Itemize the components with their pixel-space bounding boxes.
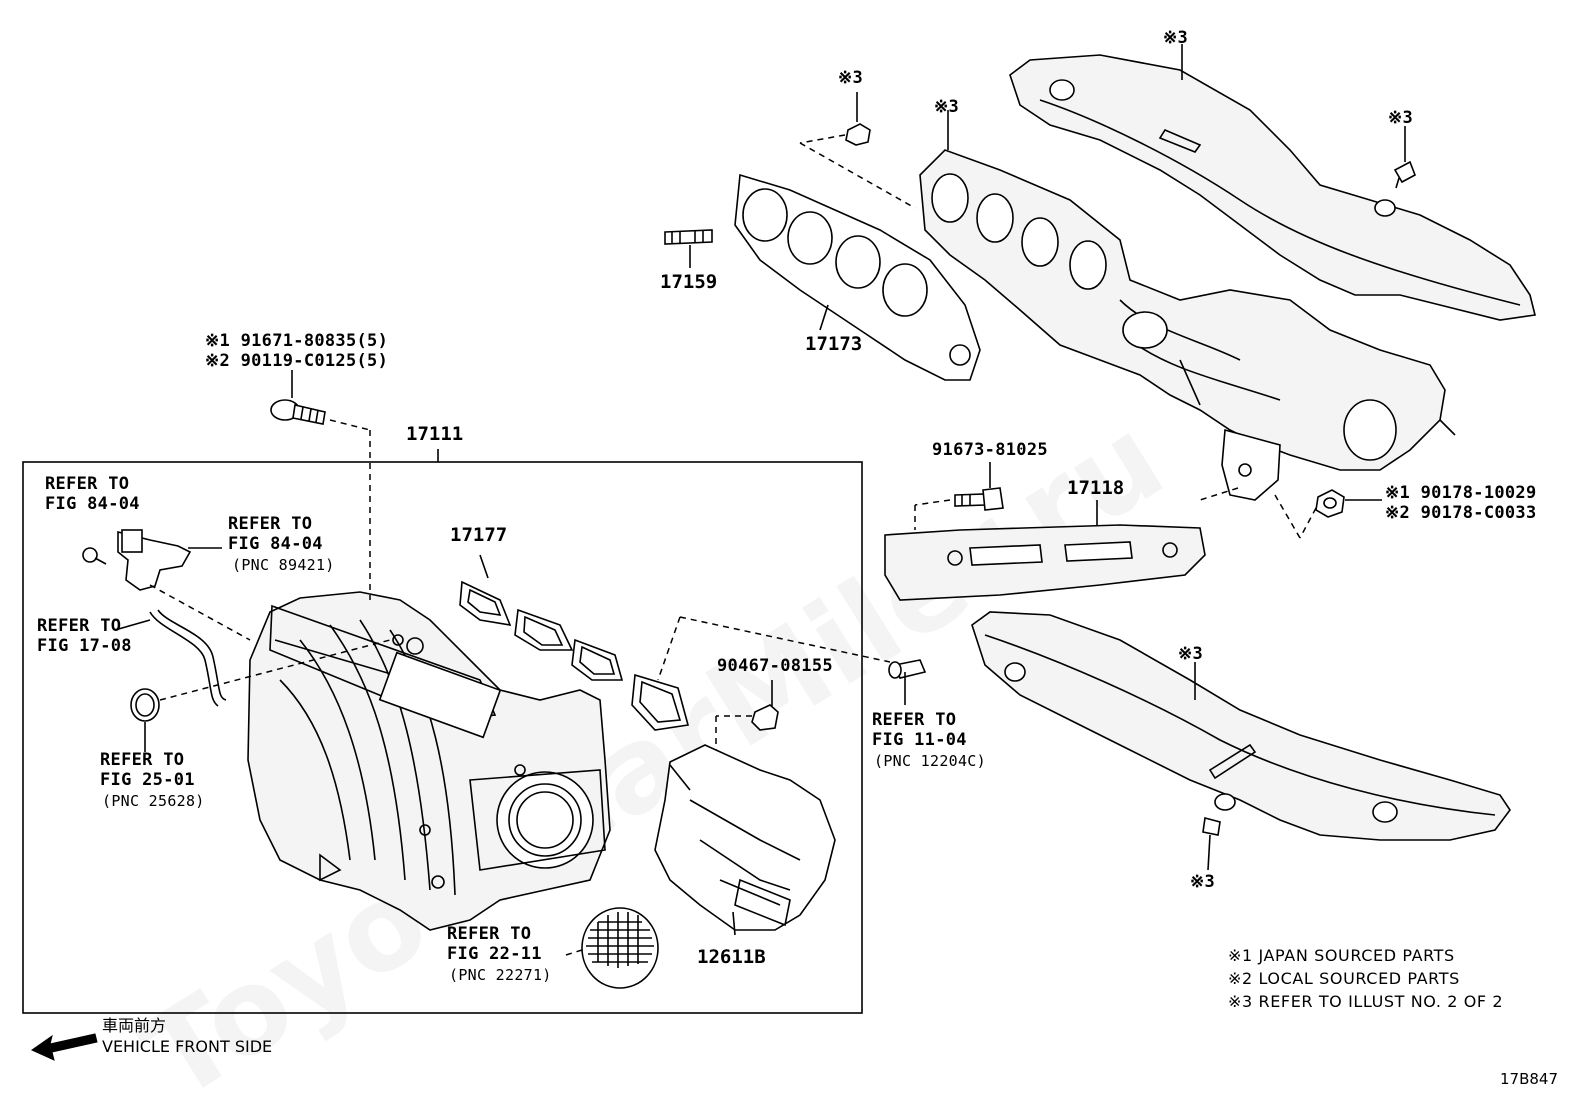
part-number-17111: 17111	[406, 423, 464, 445]
note-3-manifold: ※3	[934, 97, 960, 117]
heat-insulator-lower	[971, 611, 1511, 841]
ref-84-04-b-line2: FIG 84-04	[228, 534, 323, 554]
intake-manifold-drawing	[247, 591, 611, 931]
sensor-drawing	[82, 529, 222, 591]
ref-25-01-line1: REFER TO	[100, 750, 185, 770]
part-number-90467: 90467-08155	[717, 656, 833, 676]
part-number-17173: 17173	[805, 333, 863, 355]
assembly-box	[22, 461, 863, 1014]
ref-84-04-a-line2: FIG 84-04	[45, 494, 140, 514]
vehicle-front-en: VEHICLE FRONT SIDE	[102, 1037, 273, 1056]
mesh-disk	[581, 907, 659, 989]
note-3-bolt-bottom: ※3	[1190, 872, 1216, 892]
bolt-90119-label: ※2 90119-C0125(5)	[205, 351, 389, 371]
ref-84-04-b-line1: REFER TO	[228, 514, 313, 534]
stud-17159	[664, 229, 713, 268]
front-arrow-icon	[30, 1033, 98, 1061]
ref-22-11-pnc: (PNC 22271)	[449, 966, 552, 984]
ref-11-04-pnc: (PNC 12204C)	[874, 752, 986, 770]
nut-90178-c0033-label: ※2 90178-C0033	[1385, 503, 1537, 523]
legend-local-sourced: ※2 LOCAL SOURCED PARTS	[1228, 969, 1460, 988]
nut-90178-10029-label: ※1 90178-10029	[1385, 483, 1537, 503]
note-3-nut-top: ※3	[838, 68, 864, 88]
ref-22-11-line2: FIG 22-11	[447, 944, 542, 964]
ref-17-08-line1: REFER TO	[37, 616, 122, 636]
bolt-91673	[954, 462, 1004, 511]
legend-japan-sourced: ※1 JAPAN SOURCED PARTS	[1228, 946, 1455, 965]
part-number-17159: 17159	[660, 271, 718, 293]
part-number-17177: 17177	[450, 524, 508, 546]
ref-84-04-b-pnc: (PNC 89421)	[232, 556, 335, 574]
ref-11-04-line2: FIG 11-04	[872, 730, 967, 750]
ref-25-01-pnc: (PNC 25628)	[102, 792, 205, 810]
gasket-17177	[459, 580, 690, 731]
ref-25-01-line2: FIG 25-01	[100, 770, 195, 790]
figure-code: 17B847	[1500, 1070, 1559, 1088]
ref-17-08-line2: FIG 17-08	[37, 636, 132, 656]
bolt-91671	[270, 370, 326, 425]
heat-insulator-top	[1009, 54, 1536, 321]
part-number-12611b: 12611B	[697, 946, 766, 968]
bracket-17118	[884, 524, 1206, 601]
note-3-heat-insulator-lower: ※3	[1178, 644, 1204, 664]
part-number-17118: 17118	[1067, 477, 1125, 499]
ref-22-11-line1: REFER TO	[447, 924, 532, 944]
part-number-91673: 91673-81025	[932, 440, 1048, 460]
cover-12611b	[654, 744, 836, 936]
nut-90178	[1315, 489, 1382, 518]
ref-11-04-line1: REFER TO	[872, 710, 957, 730]
bolt-91671-label: ※1 91671-80835(5)	[205, 331, 389, 351]
nut-top	[845, 92, 871, 146]
exhaust-manifold	[919, 149, 1456, 501]
legend-refer-illust: ※3 REFER TO ILLUST NO. 2 OF 2	[1228, 992, 1504, 1011]
note-3-heat-insulator-top: ※3	[1163, 28, 1189, 48]
note-3-bolt-right: ※3	[1388, 108, 1414, 128]
ref-84-04-a-line1: REFER TO	[45, 474, 130, 494]
gasket-17173	[734, 173, 981, 381]
vehicle-front-jp: 車両前方	[102, 1016, 167, 1035]
